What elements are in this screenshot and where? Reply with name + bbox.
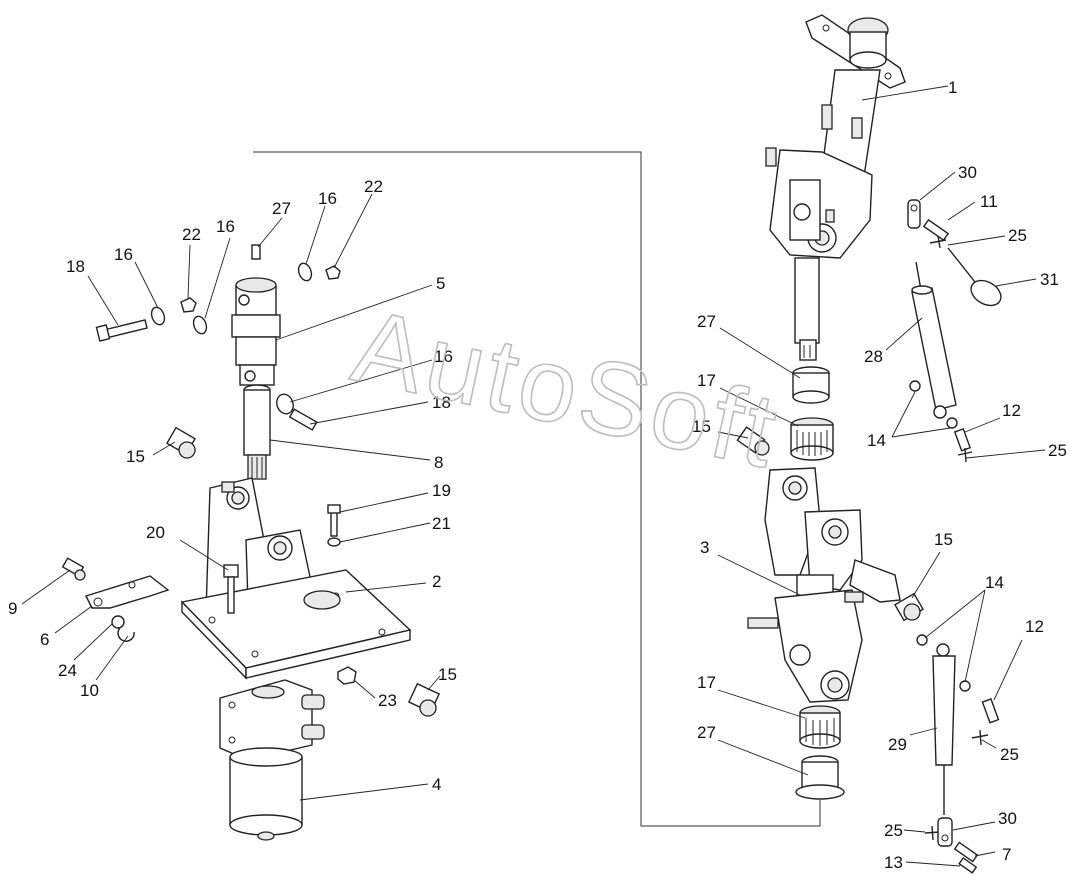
- column-shaft: [794, 257, 820, 361]
- callout-12: 12: [1002, 401, 1021, 420]
- part-7-pin: [953, 841, 979, 863]
- part-22-nuts: [180, 265, 341, 313]
- part-11-pin: [922, 218, 950, 242]
- callout-14: 14: [985, 573, 1004, 592]
- part-5-universal-joint: [231, 277, 281, 386]
- part-29-gas-strut: [932, 643, 956, 815]
- callout-16: 16: [216, 217, 235, 236]
- part-16-washers: [150, 262, 313, 415]
- callout-labels: 1 30 11 25 31 27 28 17 14 12 15 25 3 15 …: [8, 78, 1067, 872]
- callout-17: 17: [697, 673, 716, 692]
- part-17-bearing-lower: [799, 705, 841, 749]
- callout-1: 1: [948, 78, 957, 97]
- part-12-pin-lower: [981, 698, 1000, 724]
- part-19-bolt: [327, 504, 341, 537]
- callout-19: 19: [432, 481, 451, 500]
- callout-18: 18: [432, 393, 451, 412]
- callout-23: 23: [378, 691, 397, 710]
- callout-10: 10: [80, 681, 99, 700]
- part-27-key: [251, 244, 261, 260]
- part-21-washer: [327, 537, 341, 547]
- callout-13: 13: [884, 853, 903, 872]
- part-30-clevis-upper: [907, 199, 921, 229]
- part-20-bolt: [223, 564, 239, 614]
- callout-9: 9: [8, 599, 17, 618]
- part-24-washer: [111, 615, 125, 629]
- callout-7: 7: [1002, 845, 1011, 864]
- part-2-base-plate: [180, 569, 412, 680]
- callout-14: 14: [867, 431, 886, 450]
- callout-25: 25: [1000, 745, 1019, 764]
- watermark-text: AutoSoft: [344, 288, 790, 491]
- part-15-fitting-left-lower: [407, 682, 441, 717]
- part-31-knob: [947, 247, 1002, 307]
- part-28-gas-strut: [911, 261, 957, 419]
- callout-8: 8: [434, 453, 443, 472]
- callout-25: 25: [884, 821, 903, 840]
- callout-24: 24: [58, 661, 77, 680]
- leader-lines: [21, 85, 1046, 867]
- part-30-clevis-lower: [937, 817, 953, 847]
- callout-27: 27: [697, 723, 716, 742]
- upper-yoke: [765, 147, 873, 259]
- callout-25: 25: [1048, 441, 1067, 460]
- callout-20: 20: [146, 523, 165, 542]
- callout-28: 28: [864, 347, 883, 366]
- lower-yoke: [747, 589, 864, 703]
- part-4-steering-pump: [219, 679, 325, 841]
- callout-11: 11: [980, 192, 998, 211]
- callout-15: 15: [934, 530, 953, 549]
- part-23-nut: [337, 666, 357, 685]
- callout-15: 15: [692, 417, 711, 436]
- callout-5: 5: [436, 274, 445, 293]
- part-14-washers-upper: [909, 380, 958, 429]
- part-15-fitting-right-lower: [894, 592, 924, 622]
- callout-31: 31: [1040, 270, 1059, 289]
- connection-frame-line: [253, 151, 821, 827]
- callout-30: 30: [958, 163, 977, 182]
- callout-15: 15: [438, 665, 457, 684]
- callout-16: 16: [318, 189, 337, 208]
- part-17-bearing-upper: [790, 417, 834, 461]
- part-27-bushing-upper: [792, 366, 830, 404]
- callout-30: 30: [998, 809, 1017, 828]
- callout-25: 25: [1008, 226, 1027, 245]
- callout-12: 12: [1025, 617, 1044, 636]
- callout-4: 4: [432, 775, 441, 794]
- part-25-cotter-pins: [924, 235, 989, 841]
- part-15-fitting-right-upper: [736, 426, 770, 456]
- callout-3: 3: [700, 538, 709, 557]
- callout-22: 22: [182, 225, 201, 244]
- callout-18: 18: [66, 257, 85, 276]
- part-18-bolt-lower: [288, 408, 318, 431]
- callout-17: 17: [697, 371, 716, 390]
- callout-21: 21: [432, 514, 451, 533]
- part-9-fitting: [61, 557, 86, 581]
- part-8-shaft: [243, 384, 271, 480]
- part-6-lever: [85, 575, 170, 609]
- callout-16: 16: [114, 245, 133, 264]
- part-12-pin-upper: [953, 427, 972, 452]
- part-15-fitting-left-upper: [166, 426, 196, 459]
- callout-2: 2: [432, 572, 441, 591]
- callout-6: 6: [40, 630, 49, 649]
- callout-29: 29: [888, 735, 907, 754]
- part-14-washers-lower: [916, 634, 971, 692]
- callout-15: 15: [126, 447, 145, 466]
- part-10-clip: [117, 627, 135, 642]
- callout-27: 27: [272, 199, 291, 218]
- callout-27: 27: [697, 312, 716, 331]
- part-27-bushing-lower: [795, 755, 845, 800]
- callout-16: 16: [434, 347, 453, 366]
- callout-22: 22: [364, 177, 383, 196]
- part-13-clip: [958, 856, 978, 874]
- part-18-bolt-upper: [95, 319, 148, 342]
